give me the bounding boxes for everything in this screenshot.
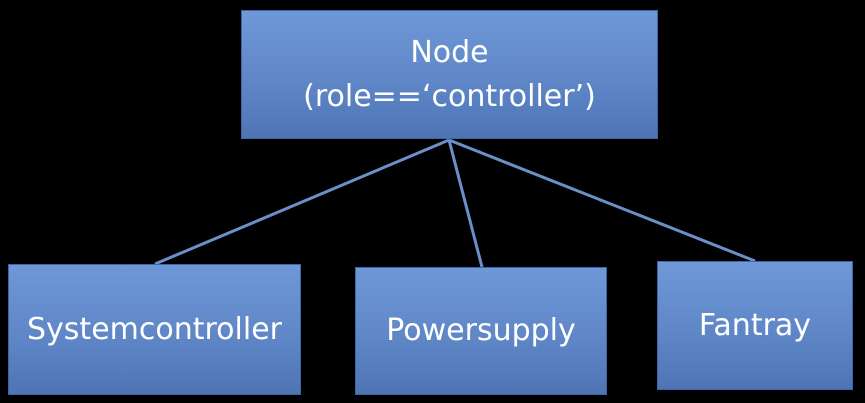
node-box-systemcontroller: Systemcontroller (8, 264, 301, 395)
node-box-root: Node (role==‘controller’) (241, 10, 658, 139)
connector-root-to-powersupply (447, 139, 484, 268)
node-label-systemcontroller: Systemcontroller (27, 311, 282, 347)
connector-root-to-systemcontroller (154, 138, 450, 266)
node-label-fantray: Fantray (698, 307, 812, 343)
connector-root-to-fantray (448, 138, 756, 263)
node-box-powersupply: Powersupply (355, 267, 607, 395)
node-subtitle: (role==‘controller’) (303, 78, 596, 114)
node-title: Node (410, 35, 489, 70)
node-label-powersupply: Powersupply (386, 313, 576, 349)
node-box-fantray: Fantray (657, 261, 853, 390)
